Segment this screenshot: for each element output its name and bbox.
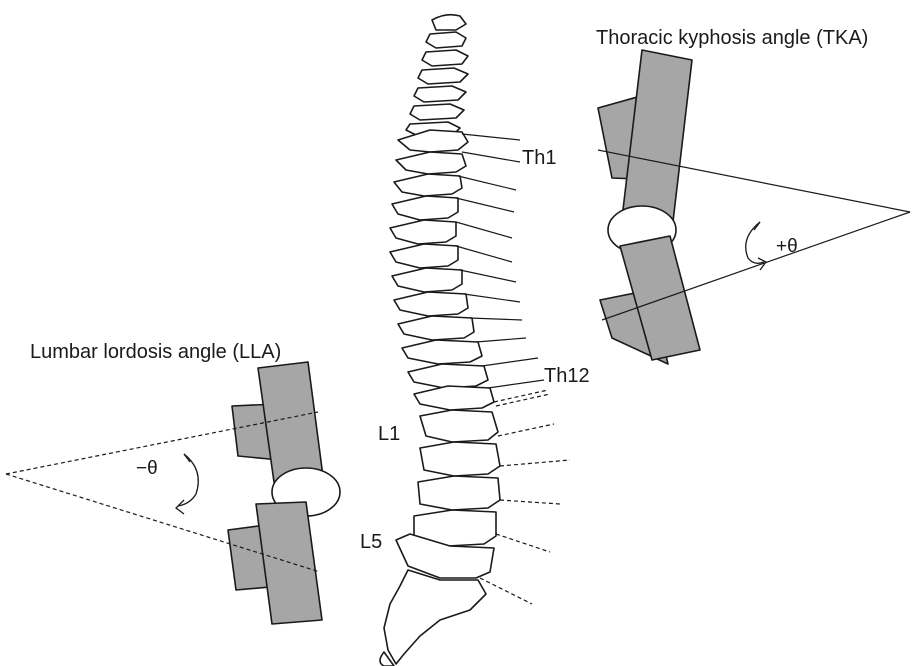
label-th12: Th12 (544, 365, 590, 387)
lla-title: Lumbar lordosis angle (LLA) (30, 341, 281, 363)
lla-lower-body (256, 502, 322, 624)
label-l1: L1 (378, 423, 400, 445)
lumbar-vertebrae (396, 410, 500, 578)
tka-angle-label: +θ (776, 236, 798, 257)
sacrum (380, 570, 486, 666)
tka-title: Thoracic kyphosis angle (TKA) (596, 27, 868, 49)
label-l5: L5 (360, 531, 382, 553)
tka-illustration (598, 50, 910, 364)
lla-angle-label: −θ (136, 458, 158, 479)
cervical-vertebrae (406, 15, 468, 136)
lla-illustration (6, 362, 340, 624)
thoracic-vertebrae (390, 130, 494, 410)
spine (380, 15, 500, 666)
lla-upper-body (258, 362, 324, 484)
tka-upper-body (622, 50, 692, 230)
label-th1: Th1 (522, 147, 556, 169)
lla-rotation-arrow (178, 454, 198, 506)
